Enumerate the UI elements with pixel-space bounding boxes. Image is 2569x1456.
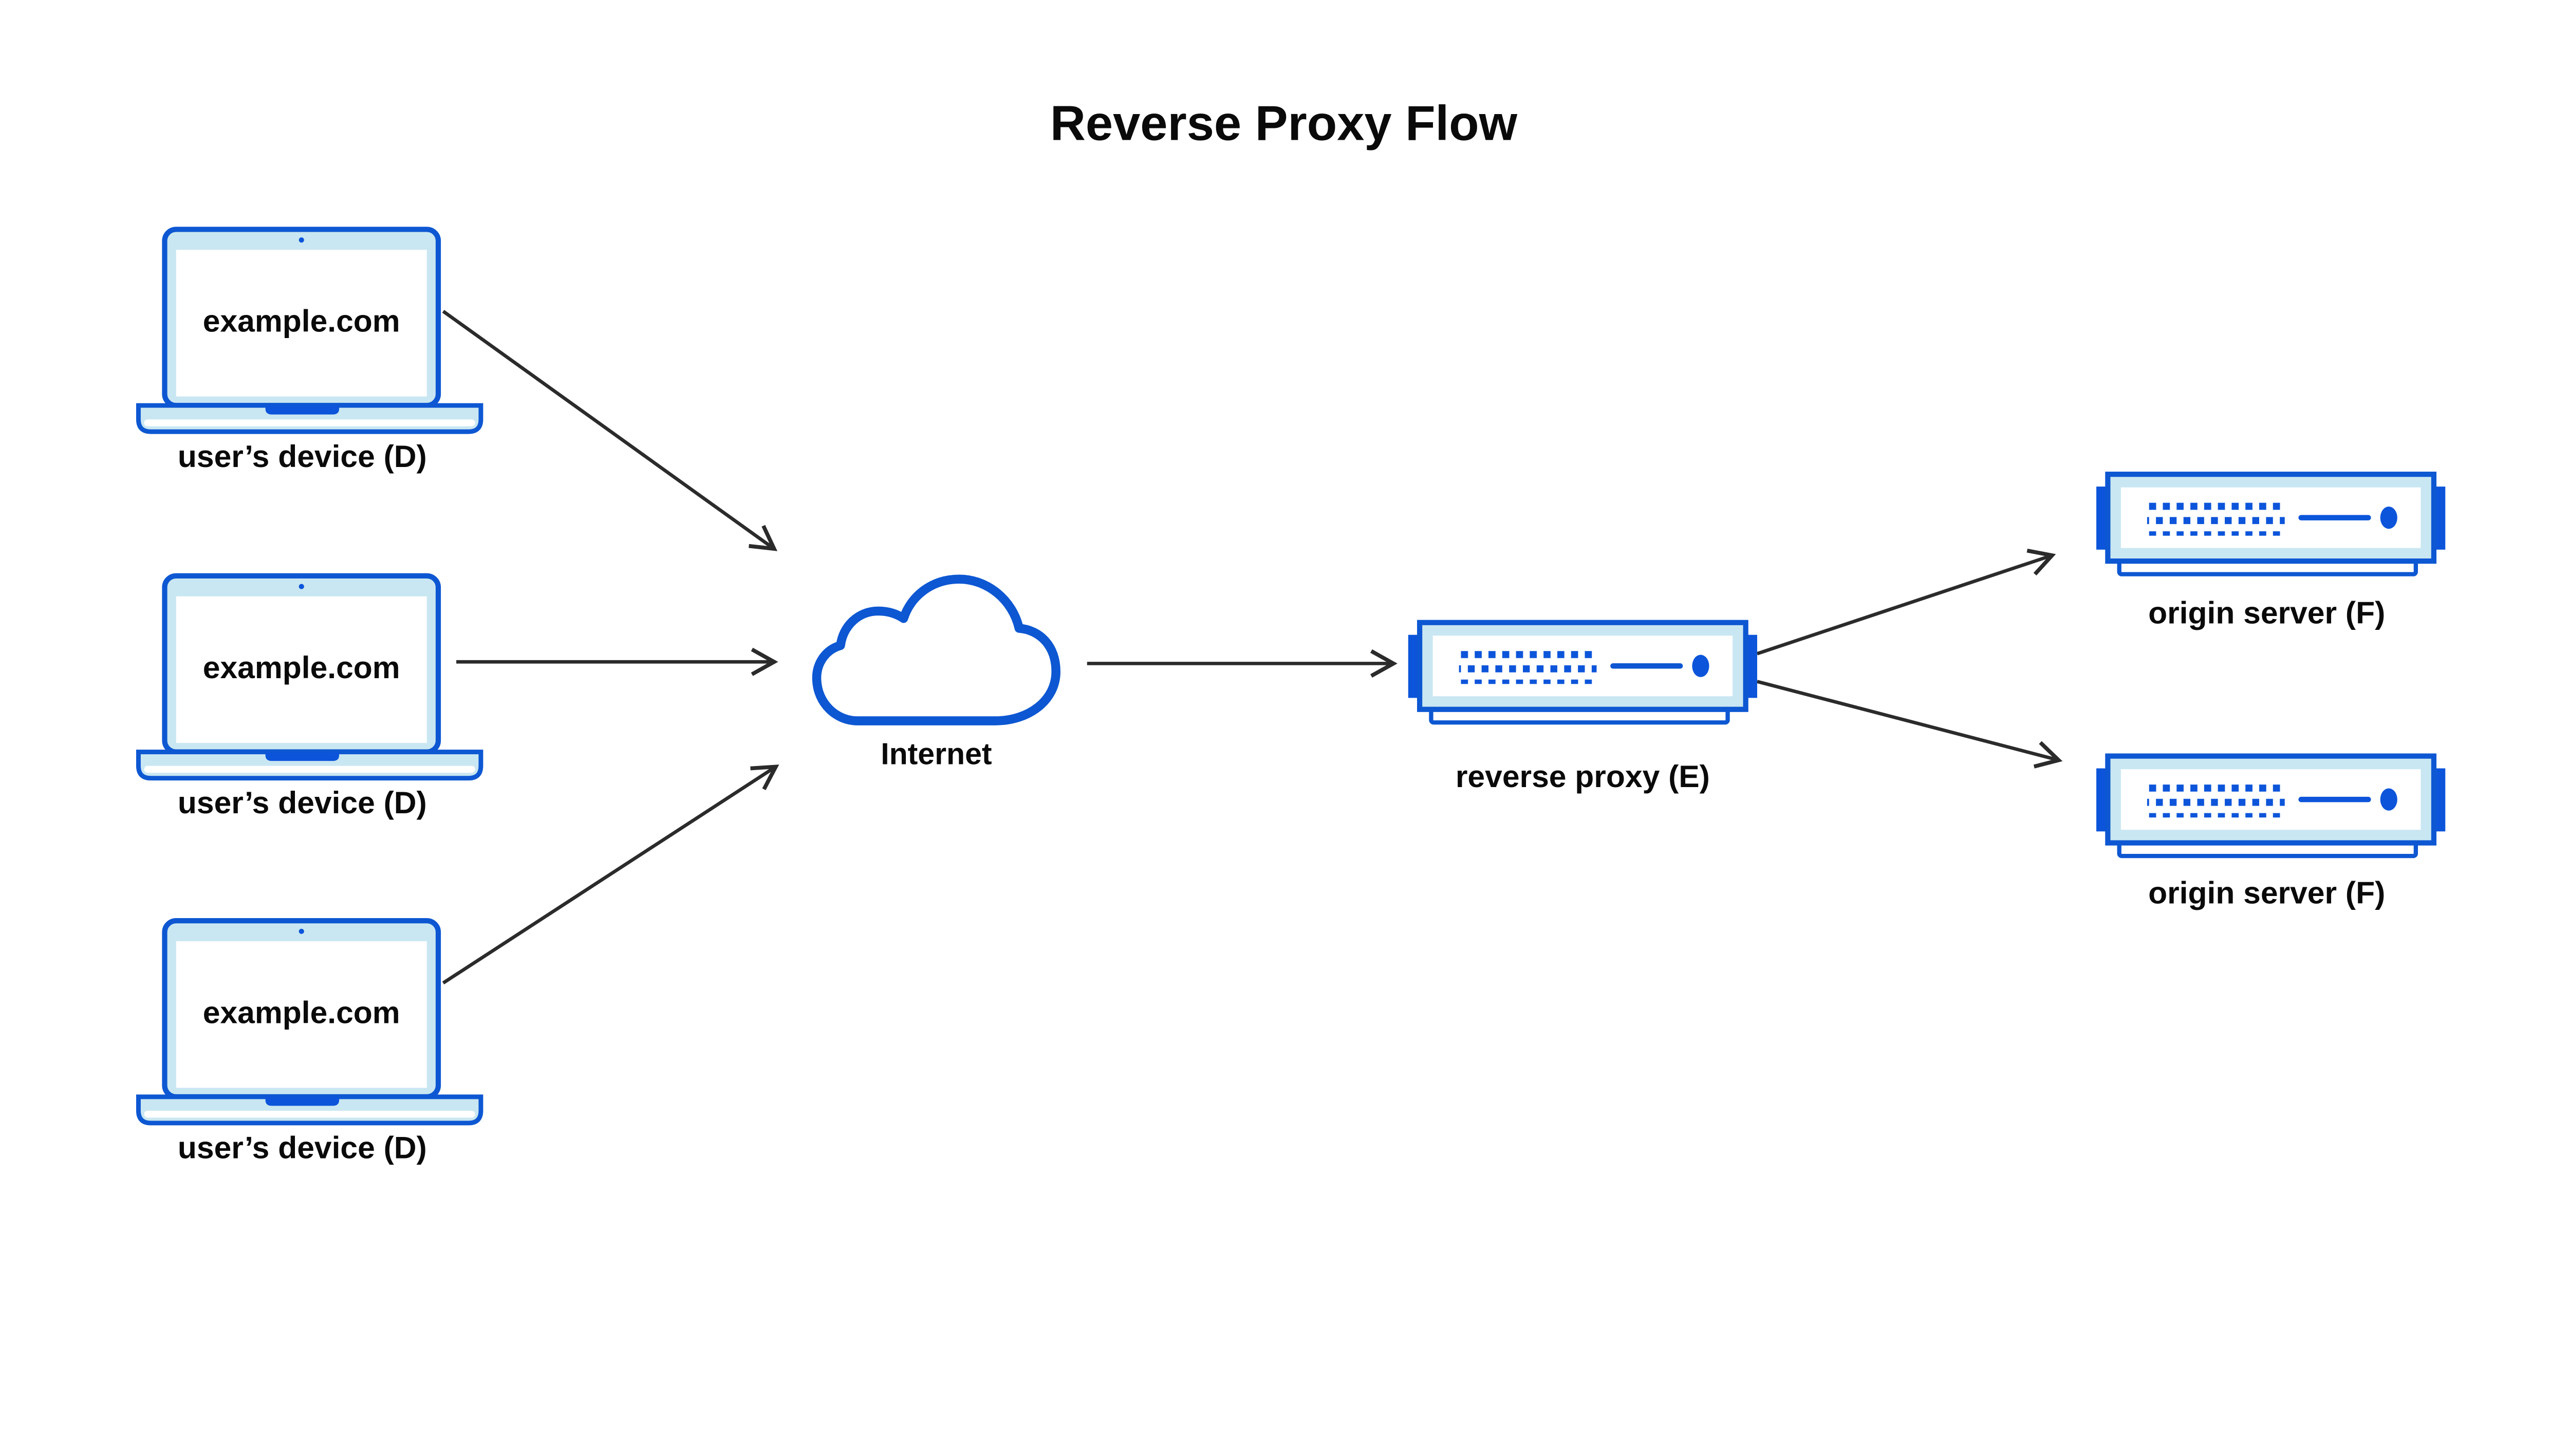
server-power-dot <box>2380 788 2397 811</box>
page-title: Reverse Proxy Flow <box>1050 96 1518 151</box>
diagram-canvas: Reverse Proxy Flow example.com user’s de… <box>136 96 2446 1165</box>
reverse-proxy-flow-diagram: Reverse Proxy Flow example.com user’s de… <box>136 96 2446 1165</box>
laptop-screen <box>176 941 427 1088</box>
laptop-base-highlight <box>144 1110 475 1118</box>
laptop-camera-dot <box>299 237 304 243</box>
laptop-base-highlight <box>144 419 475 426</box>
server-power-dot <box>2380 506 2397 529</box>
laptop-screen <box>176 250 427 397</box>
user-device-1: example.com user’s device (D) <box>136 227 483 474</box>
laptop-base-highlight <box>144 766 475 773</box>
device-label: user’s device (D) <box>178 785 427 820</box>
user-device-2: example.com user’s device (D) <box>136 573 483 820</box>
arrow-device1-to-internet <box>442 310 778 551</box>
server-vent-grid <box>2147 781 2285 818</box>
device-screen-text: example.com <box>203 650 400 685</box>
server-vent-grid <box>2147 499 2285 536</box>
laptop-screen <box>176 596 427 743</box>
arrow-proxy-to-origin1 <box>1756 548 2056 656</box>
laptop-base-notch <box>265 752 340 761</box>
server-power-dot <box>1692 655 1709 677</box>
device-label: user’s device (D) <box>178 439 427 474</box>
reverse-proxy-label: reverse proxy (E) <box>1456 759 1710 794</box>
origin-server-node-1 <box>2096 472 2446 576</box>
internet-label: Internet <box>881 737 992 771</box>
user-device-3: example.com user’s device (D) <box>136 918 483 1165</box>
cloud-icon <box>812 574 1060 725</box>
origin-server-node-2 <box>2096 753 2446 858</box>
origin-server-label-1: origin server (F) <box>2148 595 2385 630</box>
internet-node: Internet <box>812 574 1060 771</box>
device-label: user’s device (D) <box>178 1130 427 1165</box>
flow-arrows <box>442 310 2063 985</box>
device-screen-text: example.com <box>203 304 400 339</box>
arrow-proxy-to-origin2 <box>1757 680 2063 769</box>
laptop-camera-dot <box>299 584 304 589</box>
server-vent-grid <box>1459 648 1597 684</box>
laptop-base-notch <box>265 405 340 415</box>
laptop-base-notch <box>265 1096 340 1106</box>
arrow-device3-to-internet <box>442 764 779 985</box>
laptop-camera-dot <box>299 928 304 934</box>
device-screen-text: example.com <box>203 995 400 1030</box>
reverse-proxy-node <box>1408 620 1757 725</box>
origin-server-label-2: origin server (F) <box>2148 875 2385 910</box>
